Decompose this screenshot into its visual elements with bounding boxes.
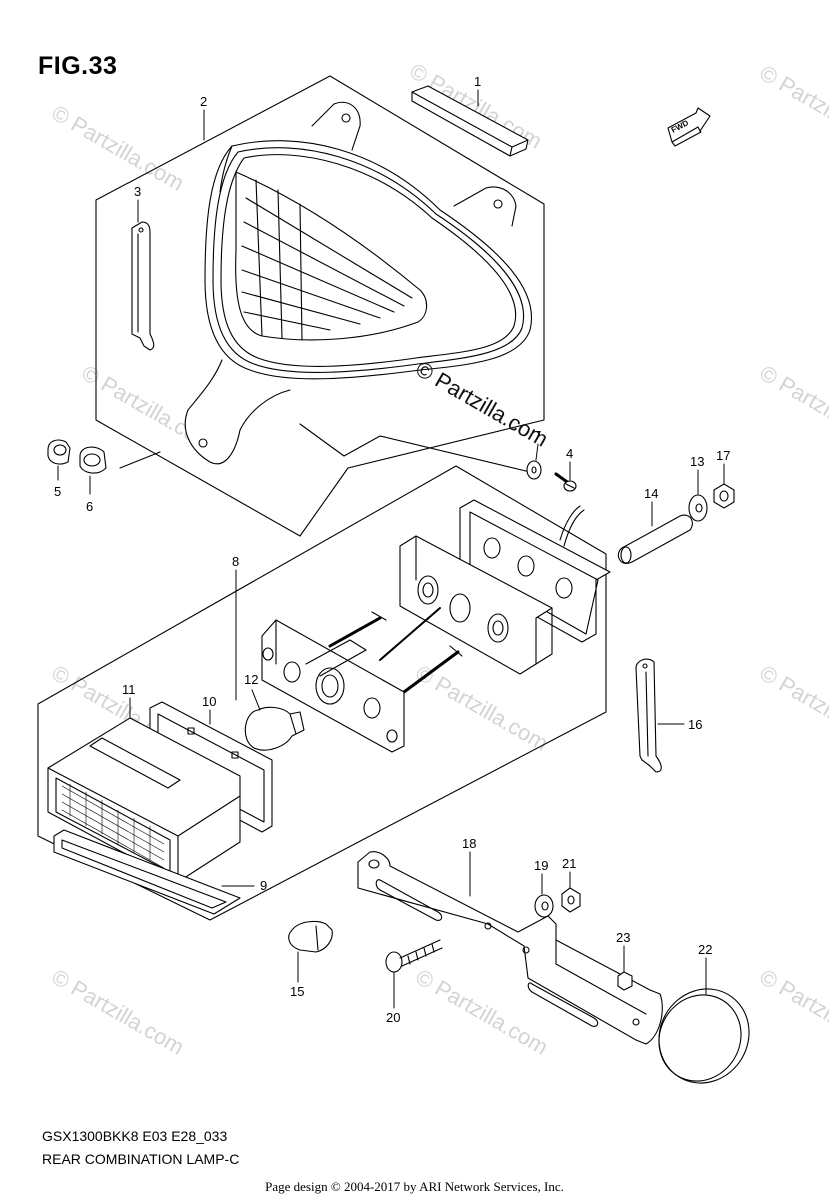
part-9-lens-seal (53, 829, 241, 915)
socket-plate (261, 619, 405, 753)
callout-6: 6 (86, 499, 93, 514)
part-15-plug (288, 920, 333, 953)
part-23-nut (617, 971, 633, 991)
part-4-screw (554, 472, 577, 492)
assembly-name: REAR COMBINATION LAMP-C (42, 1151, 240, 1167)
callout-4: 4 (566, 446, 573, 461)
mounting-studs (328, 607, 463, 694)
part-16-clip (635, 658, 662, 773)
part-17-nut (713, 483, 735, 509)
part-1-strip (411, 85, 529, 157)
part-3-clip (131, 221, 155, 351)
model-code: GSX1300BKK8 E03 E28_033 (42, 1128, 228, 1144)
callout-22: 22 (698, 942, 712, 957)
callout-17: 17 (716, 448, 730, 463)
callout-9: 9 (260, 878, 267, 893)
callout-14: 14 (644, 486, 658, 501)
callout-1: 1 (474, 74, 481, 89)
part-18-bracket (357, 851, 663, 1045)
socket-block (399, 535, 553, 675)
callout-16: 16 (688, 717, 702, 732)
callout-10: 10 (202, 694, 216, 709)
part-7-washer (526, 460, 542, 480)
part-2-lamp-housing (184, 101, 532, 465)
footer-credit: Page design © 2004-2017 by ARI Network S… (265, 1179, 564, 1194)
figure-title: FIG.33 (38, 52, 118, 80)
callout-18: 18 (462, 836, 476, 851)
part-21-nut (561, 887, 581, 913)
callout-19: 19 (534, 858, 548, 873)
leader-lines (57, 89, 725, 1009)
callout-11: 11 (122, 682, 136, 697)
part-6-grommet (79, 446, 107, 474)
callout-15: 15 (290, 984, 304, 999)
upper-assembly-frame (95, 75, 545, 537)
callout-23: 23 (616, 930, 630, 945)
callout-13: 13 (690, 454, 704, 469)
part-19-washer (534, 894, 554, 918)
part-14-spacer (617, 514, 693, 564)
callout-8: 8 (232, 554, 239, 569)
lower-assembly-frame (37, 465, 607, 921)
fwd-arrow-icon: FWD (667, 107, 711, 147)
callout-21: 21 (562, 856, 576, 871)
callout-labels: 1 2 3 5 6 7 4 13 17 14 8 11 10 12 16 9 1… (54, 74, 730, 1025)
part-20-bolt (385, 939, 443, 973)
part-5-collar (47, 439, 71, 465)
part-13-washer (688, 494, 708, 522)
callout-2: 2 (200, 94, 207, 109)
callout-5: 5 (54, 484, 61, 499)
callout-3: 3 (134, 184, 141, 199)
callout-20: 20 (386, 1010, 400, 1025)
part-22-reflector (658, 988, 750, 1084)
part-12-bulb (244, 706, 305, 751)
callout-12: 12 (244, 672, 258, 687)
callout-7: 7 (534, 428, 541, 443)
